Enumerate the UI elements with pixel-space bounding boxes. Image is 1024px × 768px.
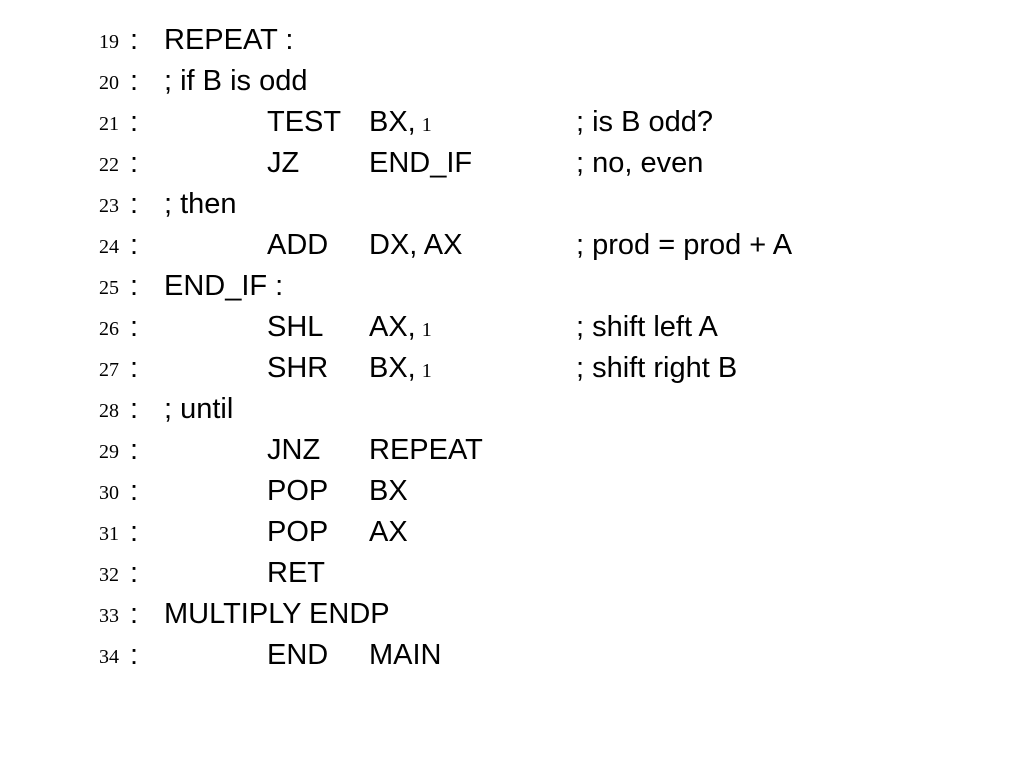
code-label: ; if B is odd: [164, 65, 308, 97]
operand-text: BX: [369, 475, 408, 507]
line-number: 24: [99, 236, 119, 258]
opcode: POP: [267, 475, 329, 507]
code-listing: 19 : REPEAT : 20 : ; if B is odd 21 : TE…: [0, 20, 1024, 676]
line-colon: :: [130, 516, 139, 548]
code-label: REPEAT :: [164, 24, 294, 56]
code-line: 31 : POP AX: [0, 512, 1024, 553]
line-colon: :: [130, 106, 139, 138]
code-label: END_IF :: [164, 270, 284, 302]
operand: [369, 20, 375, 64]
operand-text: MAIN: [369, 639, 442, 671]
operand-text: REPEAT: [369, 434, 483, 466]
line-number: 21: [99, 113, 119, 135]
operand-text: BX,: [369, 352, 416, 384]
code-comment: ; shift left A: [576, 311, 718, 343]
line-colon: :: [130, 598, 139, 630]
operand: [369, 266, 375, 310]
line-colon: :: [130, 229, 139, 261]
code-line: 28 : ; until: [0, 389, 1024, 430]
line-number: 30: [99, 482, 119, 504]
line-colon: :: [130, 639, 139, 671]
code-line: 29 : JNZ REPEAT: [0, 430, 1024, 471]
line-colon: :: [130, 475, 139, 507]
operand-text: AX,: [369, 311, 416, 343]
code-comment: ; shift right B: [576, 352, 738, 384]
code-line: 30 : POP BX: [0, 471, 1024, 512]
line-number: 25: [99, 277, 119, 299]
code-line: 22 : JZ END_IF ; no, even: [0, 143, 1024, 184]
line-colon: :: [130, 557, 139, 589]
code-line: 34 : END MAIN: [0, 635, 1024, 676]
code-label: ; then: [164, 188, 237, 220]
operand: BX,1: [369, 348, 432, 392]
operand: [369, 553, 375, 597]
code-line: 27 : SHR BX,1 ; shift right B: [0, 348, 1024, 389]
operand: AX: [369, 512, 414, 556]
code-line: 33 : MULTIPLY ENDP: [0, 594, 1024, 635]
opcode: TEST: [267, 106, 342, 138]
line-colon: :: [130, 147, 139, 179]
code-line: 24 : ADD DX, AX ; prod = prod + A: [0, 225, 1024, 266]
operand: [369, 184, 375, 228]
immediate-value: 1: [421, 319, 432, 341]
line-colon: :: [130, 311, 139, 343]
operand: BX,1: [369, 102, 432, 146]
operand-text: BX,: [369, 106, 416, 138]
operand-text: AX: [369, 516, 408, 548]
operand: [369, 389, 375, 433]
code-line: 21 : TEST BX,1 ; is B odd?: [0, 102, 1024, 143]
line-number: 20: [99, 72, 119, 94]
code-line: 20 : ; if B is odd: [0, 61, 1024, 102]
opcode: SHL: [267, 311, 324, 343]
operand-text: END_IF: [369, 147, 473, 179]
line-number: 28: [99, 400, 119, 422]
operand: END_IF: [369, 143, 478, 187]
line-number: 23: [99, 195, 119, 217]
operand: AX,1: [369, 307, 432, 351]
immediate-value: 1: [421, 114, 432, 136]
code-comment: ; no, even: [576, 147, 704, 179]
operand: REPEAT: [369, 430, 489, 474]
line-colon: :: [130, 65, 139, 97]
code-comment: ; prod = prod + A: [576, 229, 793, 261]
code-comment: ; is B odd?: [576, 106, 714, 138]
opcode: ADD: [267, 229, 329, 261]
code-line: 23 : ; then: [0, 184, 1024, 225]
opcode: SHR: [267, 352, 329, 384]
line-number: 33: [99, 605, 119, 627]
line-colon: :: [130, 393, 139, 425]
line-number: 27: [99, 359, 119, 381]
opcode: POP: [267, 516, 329, 548]
line-colon: :: [130, 270, 139, 302]
line-colon: :: [130, 352, 139, 384]
operand: [369, 594, 375, 638]
line-number: 31: [99, 523, 119, 545]
code-label: MULTIPLY ENDP: [164, 598, 390, 630]
opcode: JZ: [267, 147, 300, 179]
immediate-value: 1: [421, 360, 432, 382]
line-number: 26: [99, 318, 119, 340]
line-colon: :: [130, 434, 139, 466]
operand: MAIN: [369, 635, 448, 679]
line-number: 19: [99, 31, 119, 53]
code-line: 26 : SHL AX,1 ; shift left A: [0, 307, 1024, 348]
operand: DX, AX: [369, 225, 469, 269]
opcode: END: [267, 639, 329, 671]
line-colon: :: [130, 188, 139, 220]
line-number: 22: [99, 154, 119, 176]
opcode: RET: [267, 557, 325, 589]
operand: [369, 61, 375, 105]
code-line: 32 : RET: [0, 553, 1024, 594]
line-number: 34: [99, 646, 119, 668]
line-colon: :: [130, 24, 139, 56]
line-number: 32: [99, 564, 119, 586]
opcode: JNZ: [267, 434, 321, 466]
code-line: 25 : END_IF :: [0, 266, 1024, 307]
operand: BX: [369, 471, 414, 515]
operand-text: DX, AX: [369, 229, 463, 261]
code-line: 19 : REPEAT :: [0, 20, 1024, 61]
code-label: ; until: [164, 393, 234, 425]
line-number: 29: [99, 441, 119, 463]
